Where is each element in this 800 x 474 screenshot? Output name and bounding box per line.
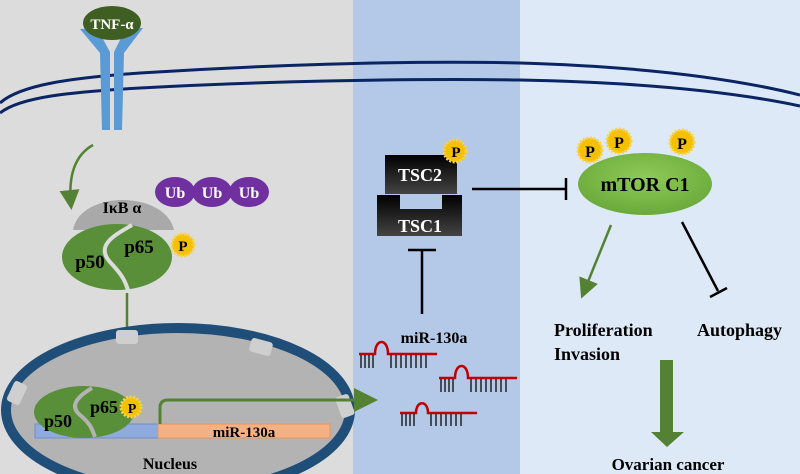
p50-label: p50 (75, 252, 105, 273)
proliferation-label: Proliferation (554, 320, 653, 340)
tsc-inhibits-mtor (472, 178, 568, 200)
ikb-alpha: IκB α (73, 200, 174, 230)
mirna-label: miR-130a (401, 330, 468, 347)
mtor-inhibits-autophagy (680, 221, 728, 299)
tnf-receptor (80, 28, 143, 130)
mirna-strand (400, 402, 477, 426)
p65-label: p65 (124, 237, 154, 258)
mir130a-gene (157, 423, 331, 439)
receptor-to-ikb-arrow (59, 143, 94, 210)
mirna-molecules (359, 340, 517, 426)
tsc1-label: TSC1 (398, 216, 442, 236)
autophagy-label: Autophagy (697, 320, 782, 340)
nfkb-complex-nucleus: p50 p65 P (34, 386, 143, 438)
tsc-complex: TSC2 TSC1 P (377, 138, 468, 236)
ubiquitin-chain: Ub Ub Ub (155, 177, 269, 207)
nuclear-pore (6, 381, 28, 405)
mirna-strand (439, 364, 517, 392)
svg-text:P: P (178, 239, 187, 255)
transcription-arrow (158, 388, 378, 424)
nucleus-label: Nucleus (143, 456, 197, 473)
nfkb-complex-cytoplasm: p50 p65 P (62, 223, 196, 291)
phospho-icon: P (576, 136, 604, 164)
ub-label-2: Ub (202, 185, 223, 202)
svg-text:P: P (128, 402, 137, 417)
phospho-icon: P (119, 395, 143, 419)
invasion-label: Invasion (554, 344, 620, 364)
ovarian-cancer-label: Ovarian cancer (612, 455, 725, 474)
tnf-alpha-label: TNF-α (90, 17, 134, 33)
mtorc1-label: mTOR C1 (600, 174, 689, 196)
phospho-icon: P (442, 138, 468, 164)
mtorc1: mTOR C1 P P P (576, 127, 712, 215)
svg-text:P: P (585, 144, 595, 161)
leads-to-cancer-arrow (651, 360, 684, 447)
mirna-strand (359, 340, 437, 368)
phospho-icon: P (605, 127, 633, 155)
p50-label: p50 (44, 411, 72, 431)
nuclear-pore (249, 338, 273, 356)
mirna-inhibits-tsc (408, 248, 436, 314)
gene-label: miR-130a (213, 425, 276, 441)
tsc2-label: TSC2 (398, 165, 442, 185)
mtor-promotes-proliferation (579, 224, 613, 299)
tsc2-block (385, 155, 457, 194)
svg-text:P: P (451, 145, 460, 161)
ikb-alpha-label: IκB α (103, 200, 142, 217)
svg-text:P: P (677, 136, 687, 153)
tnf-alpha-ligand: TNF-α (83, 6, 141, 40)
p65-label: p65 (90, 397, 118, 417)
cell-membrane (0, 60, 800, 115)
ub-label-3: Ub (239, 185, 260, 202)
phospho-icon: P (170, 232, 196, 258)
middle-panel (353, 0, 520, 474)
phospho-icon: P (668, 128, 696, 156)
svg-text:P: P (614, 135, 624, 152)
nuclear-pore (116, 330, 138, 344)
ub-label-1: Ub (165, 185, 186, 202)
tsc1-block (377, 195, 462, 236)
